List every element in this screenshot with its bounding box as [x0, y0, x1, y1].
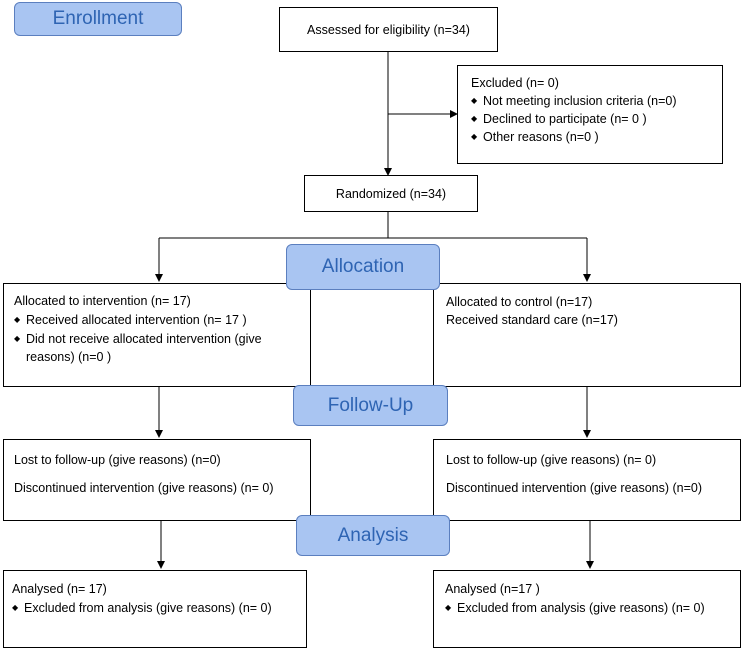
intervention-item: ◆ Received allocated intervention (n= 17… [14, 311, 300, 329]
control-analysis-item: ◆ Excluded from analysis (give reasons) … [445, 599, 740, 617]
excluded-item-text: Other reasons (n=0 ) [483, 130, 599, 144]
stage-enrollment: Enrollment [14, 2, 182, 36]
bullet-icon: ◆ [471, 96, 478, 105]
intervention-followup-box: Lost to follow-up (give reasons) (n=0) D… [3, 439, 311, 521]
excluded-item: ◆ Not meeting inclusion criteria (n=0) [471, 92, 722, 110]
stage-followup-label: Follow-Up [327, 394, 414, 416]
control-analysis-box: Analysed (n=17 ) ◆ Excluded from analysi… [433, 570, 741, 648]
stage-analysis: Analysis [296, 515, 450, 556]
assessed-label: Assessed for eligibility (n=34) [307, 22, 470, 37]
intervention-allocation-box: Allocated to intervention (n= 17) ◆ Rece… [3, 283, 311, 387]
intervention-item-text: Received allocated intervention (n= 17 ) [26, 313, 247, 327]
control-lost: Lost to follow-up (give reasons) (n= 0) [446, 453, 657, 467]
excluded-item-text: Declined to participate (n= 0 ) [483, 112, 647, 126]
excluded-item: ◆ Other reasons (n=0 ) [471, 128, 722, 146]
control-received: Received standard care (n=17) [446, 313, 618, 327]
bullet-icon: ◆ [12, 603, 19, 612]
bullet-icon: ◆ [471, 114, 478, 123]
control-analysed: Analysed (n=17 ) [445, 582, 540, 596]
control-allocated: Allocated to control (n=17) [446, 295, 593, 309]
bullet-icon: ◆ [471, 132, 478, 141]
control-discontinued: Discontinued intervention (give reasons)… [446, 481, 703, 495]
randomized-label: Randomized (n=34) [335, 186, 447, 201]
stage-analysis-label: Analysis [337, 524, 409, 546]
intervention-lost: Lost to follow-up (give reasons) (n=0) [14, 453, 221, 467]
intervention-allocated: Allocated to intervention (n= 17) [14, 294, 191, 308]
bullet-icon: ◆ [14, 315, 21, 324]
stage-allocation: Allocation [286, 244, 440, 290]
excluded-item: ◆ Declined to participate (n= 0 ) [471, 110, 722, 128]
intervention-discontinued: Discontinued intervention (give reasons)… [14, 481, 274, 495]
intervention-item: ◆ Did not receive allocated intervention… [14, 330, 300, 366]
bullet-icon: ◆ [14, 334, 21, 343]
intervention-excluded-analysis: Excluded from analysis (give reasons) (n… [24, 601, 272, 615]
intervention-item-text: Did not receive allocated intervention (… [26, 332, 262, 364]
control-allocation-box: Allocated to control (n=17) Received sta… [433, 283, 741, 387]
stage-enrollment-label: Enrollment [52, 8, 144, 29]
intervention-analysis-item: ◆ Excluded from analysis (give reasons) … [12, 599, 306, 617]
bullet-icon: ◆ [445, 603, 452, 612]
stage-allocation-label: Allocation [321, 256, 405, 277]
stage-followup: Follow-Up [293, 385, 448, 426]
control-excluded-analysis: Excluded from analysis (give reasons) (n… [457, 601, 705, 615]
intervention-analysis-box: Analysed (n= 17) ◆ Excluded from analysi… [3, 570, 307, 648]
excluded-item-text: Not meeting inclusion criteria (n=0) [483, 94, 677, 108]
intervention-analysed: Analysed (n= 17) [12, 582, 107, 596]
randomized-box: Randomized (n=34) [304, 175, 478, 212]
assessed-box: Assessed for eligibility (n=34) [279, 7, 498, 52]
excluded-title: Excluded (n= 0) [471, 76, 559, 90]
excluded-box: Excluded (n= 0) ◆ Not meeting inclusion … [457, 65, 723, 164]
control-followup-box: Lost to follow-up (give reasons) (n= 0) … [433, 439, 741, 521]
